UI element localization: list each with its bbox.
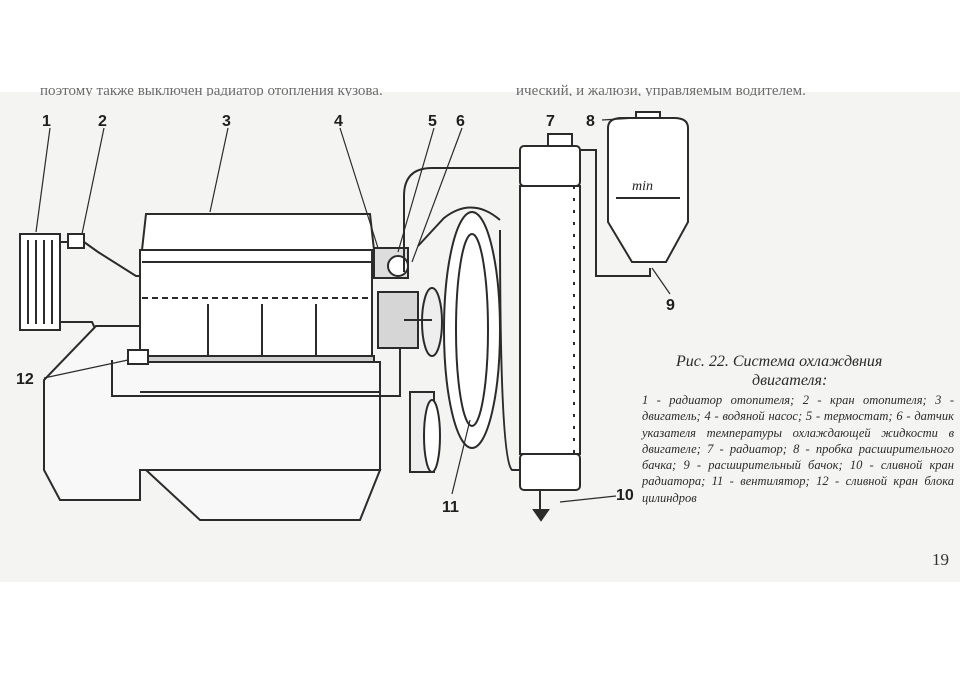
caption-title-line2: двигателя: [752,372,828,389]
callout-5: 5 [428,113,437,130]
callout-1: 1 [42,113,51,130]
callout-7: 7 [546,113,555,130]
fan-and-pulleys [404,211,501,473]
callout-8: 8 [586,113,595,130]
cut-text-line-left: поэтому также выключен радиатор отоплени… [40,83,383,96]
figure-caption: Рис. 22. Система охлаждвния двигателя: [676,352,956,390]
expansion-tank [607,111,689,263]
callout-9: 9 [666,297,675,314]
callout-11: 11 [442,499,459,516]
callout-3: 3 [222,113,231,130]
callout-4: 4 [334,113,343,130]
cut-text-line-right: ический, и жалюзи, управляемым водителем… [516,83,806,96]
heater-radiator [19,233,61,331]
callout-leaders [35,117,671,503]
callout-2: 2 [98,113,107,130]
caption-title-line1: Рис. 22. Система охлаждвния [676,353,883,370]
radiator [499,133,651,522]
engine [43,213,401,521]
tank-min-label: min [632,179,653,194]
page-number: 19 [932,550,949,569]
callout-10: 10 [616,487,634,504]
callout-12: 12 [16,371,34,388]
pump-thermostat-assembly [373,167,540,349]
figure-legend: 1 - радиатор отопителя; 2 - кран отопите… [642,393,954,505]
callout-6: 6 [456,113,465,130]
